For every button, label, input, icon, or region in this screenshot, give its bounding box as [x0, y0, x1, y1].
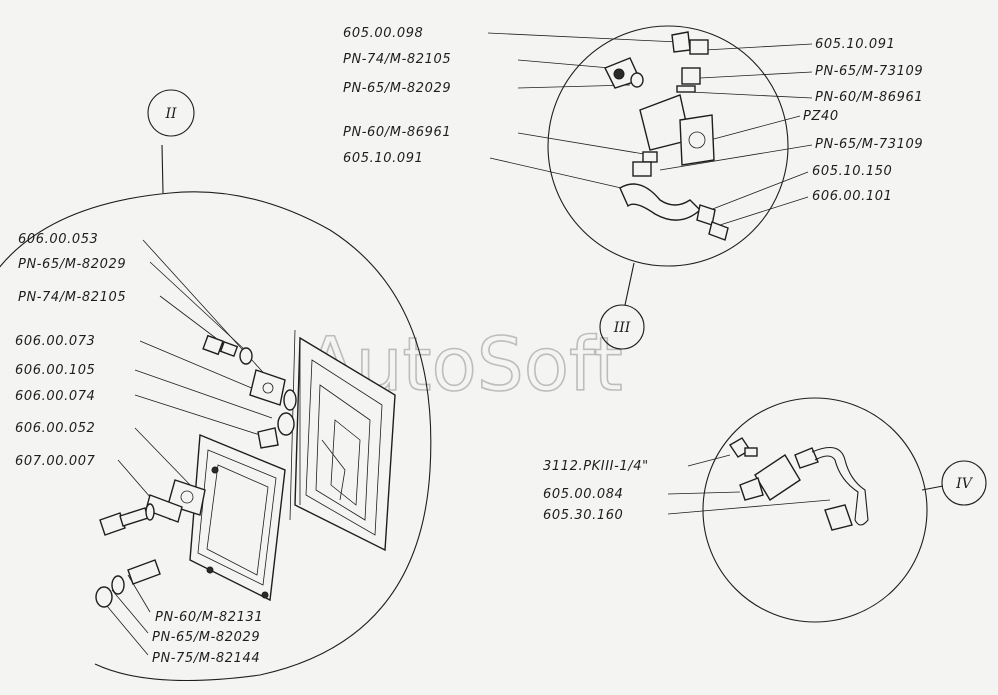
label-pn65-82029-b: PN-65/M-82029 [152, 630, 260, 645]
flange-part [145, 479, 206, 523]
view-iii-label: III [613, 320, 631, 336]
view-ii-callout-circle [147, 89, 195, 137]
gearbox-housing [289, 329, 396, 552]
label-605-10-150: 605.10.150 [812, 164, 892, 179]
leader-pn65-82029-b [111, 589, 149, 634]
label-pn60-86961-b: PN-60/M-86961 [815, 90, 923, 105]
label-pn65-73109-b: PN-65/M-73109 [815, 137, 923, 152]
view-ii-group: II [0, 89, 432, 682]
label-606-00-053: 606.00.053 [18, 232, 98, 247]
label-606-00-101: 606.00.101 [812, 189, 892, 204]
label-pn74-82105-a: PN-74/M-82105 [18, 290, 126, 305]
view-iii-detail-circle [547, 25, 789, 267]
leader-606-00-105 [134, 369, 273, 419]
view-iii-group: III [343, 25, 923, 350]
leader-606-00-101 [719, 196, 809, 226]
bolt-assembly-top [202, 334, 297, 411]
view-iii-parts [604, 31, 729, 241]
label-606-00-052: 606.00.052 [15, 421, 95, 436]
leader-605-00-098 [487, 32, 679, 43]
label-pz40: PZ40 [803, 109, 839, 124]
label-605-00-084: 605.00.084 [543, 487, 623, 502]
view-iv-detail-circle [702, 397, 928, 623]
label-pn60-86961-a: PN-60/M-86961 [343, 125, 451, 140]
label-pn65-82029-a: PN-65/M-82029 [18, 257, 126, 272]
view-ii-leader [161, 144, 164, 194]
label-605-00-098: 605.00.098 [343, 26, 423, 41]
label-pn65-82029-c: PN-65/M-82029 [343, 81, 451, 96]
label-pn65-73109-a: PN-65/M-73109 [815, 64, 923, 79]
view-iv-parts [729, 437, 869, 531]
leader-pn65-73109-b [659, 144, 813, 171]
leader-pn60-86961-b [689, 91, 813, 99]
label-3112-pkiii: 3112.PKIII-1/4" [543, 459, 649, 474]
view-iv-group: IV 3112.PKIII-1/4" 605.00.084 605.30.160 [543, 397, 987, 623]
leader-pn65-82029-c [517, 84, 631, 89]
leader-605-30-160 [667, 499, 831, 515]
view-iv-label: IV [955, 476, 974, 492]
leader-605-10-091-a [489, 157, 631, 191]
leader-pz40 [709, 115, 801, 141]
label-606-00-074: 606.00.074 [15, 389, 95, 404]
leader-606-00-052 [134, 427, 196, 491]
leader-pn65-73109-a [699, 71, 813, 79]
leader-605-10-150 [704, 171, 809, 213]
view-iv-callout-circle [941, 460, 987, 506]
plug-assembly [257, 412, 295, 449]
cover-plate [189, 433, 286, 602]
view-ii-circle-arc [0, 191, 432, 682]
bolt-assembly-bottom [95, 559, 161, 608]
leader-605-10-091-b [704, 43, 813, 51]
leader-pn75-82144 [101, 599, 149, 656]
label-pn60-82131: PN-60/M-82131 [155, 610, 263, 625]
leader-pn60-86961-a [517, 132, 651, 156]
leader-pn74-82105-a [159, 295, 226, 346]
label-606-00-073: 606.00.073 [15, 334, 95, 349]
label-605-10-091-a: 605.10.091 [343, 151, 423, 166]
leader-606-00-074 [134, 394, 261, 436]
label-605-30-160: 605.30.160 [543, 508, 623, 523]
view-ii-label: II [164, 106, 177, 122]
bolt-assembly-left [99, 503, 155, 536]
label-pn75-82144: PN-75/M-82144 [152, 651, 260, 666]
view-iv-leader [921, 485, 944, 491]
label-pn74-82105-b: PN-74/M-82105 [343, 52, 451, 67]
leader-pn65-82029-a [149, 261, 246, 351]
view-iii-leader [624, 262, 635, 306]
label-606-00-105: 606.00.105 [15, 363, 95, 378]
leader-605-00-084 [667, 491, 741, 495]
leader-3112-pkiii [687, 454, 731, 467]
leader-pn74-82105-b [517, 59, 611, 69]
view-iii-callout-circle [599, 304, 645, 350]
label-605-10-091-b: 605.10.091 [815, 37, 895, 52]
label-607-00-007: 607.00.007 [15, 454, 96, 469]
